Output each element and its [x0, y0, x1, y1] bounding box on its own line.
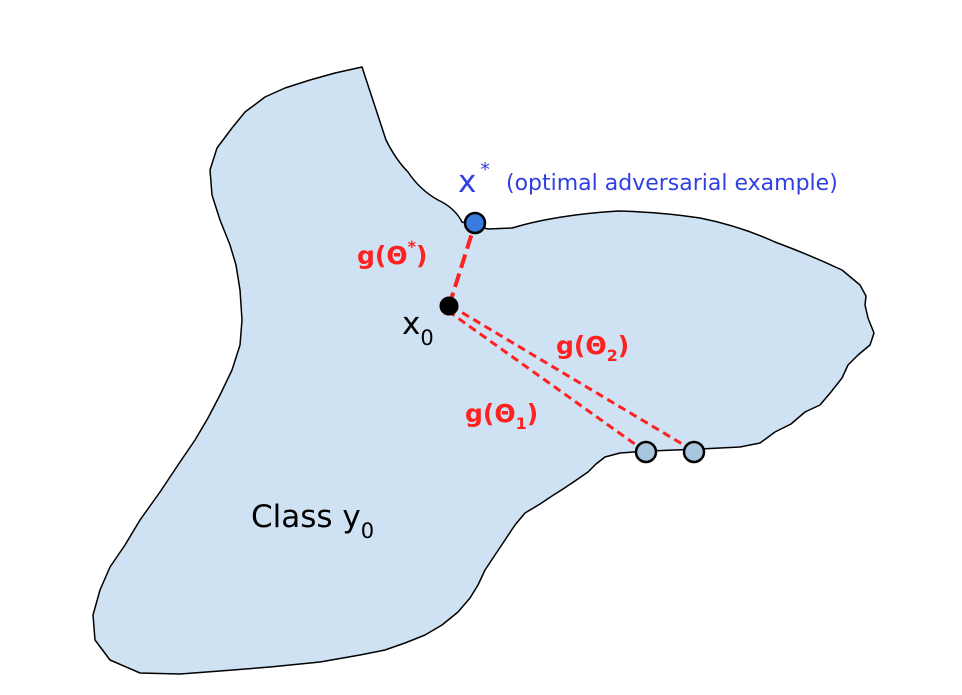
class-base: Class y: [251, 499, 361, 535]
g-star-sup: *: [408, 237, 417, 256]
x0-sub: 0: [420, 326, 433, 350]
x-star-label: x*: [458, 159, 490, 200]
x-star-sup: *: [480, 159, 490, 181]
path-g-theta-star: [447, 229, 475, 307]
path-g-theta-1: [447, 309, 647, 454]
x-star-description: (optimal adversarial example): [506, 171, 838, 196]
g2-prefix: g(Θ: [556, 331, 607, 360]
class-region: [92, 66, 875, 675]
g-theta-2-label: g(Θ2): [556, 331, 629, 365]
boundary-point-theta-2: [682, 440, 706, 464]
g2-sub: 2: [607, 346, 618, 365]
x-star-base: x: [458, 164, 476, 200]
g-star-prefix: g(Θ: [357, 241, 408, 270]
g2-suffix: ): [618, 331, 629, 360]
g1-prefix: g(Θ: [465, 399, 516, 428]
g-star-suffix: ): [416, 241, 427, 270]
path-g-theta-2: [450, 304, 695, 453]
class-sub: 0: [361, 519, 374, 543]
boundary-point-theta-1: [634, 440, 658, 464]
g1-suffix: ): [527, 399, 538, 428]
optimal-adversarial-point: [463, 211, 487, 235]
g-theta-1-label: g(Θ1): [465, 399, 538, 433]
class-label: Class y0: [251, 499, 374, 543]
x0-label: x0: [402, 306, 434, 350]
g-theta-star-label: g(Θ*): [357, 237, 427, 270]
origin-point-x0: [439, 296, 459, 316]
g1-sub: 1: [516, 414, 527, 433]
x0-base: x: [402, 306, 420, 342]
